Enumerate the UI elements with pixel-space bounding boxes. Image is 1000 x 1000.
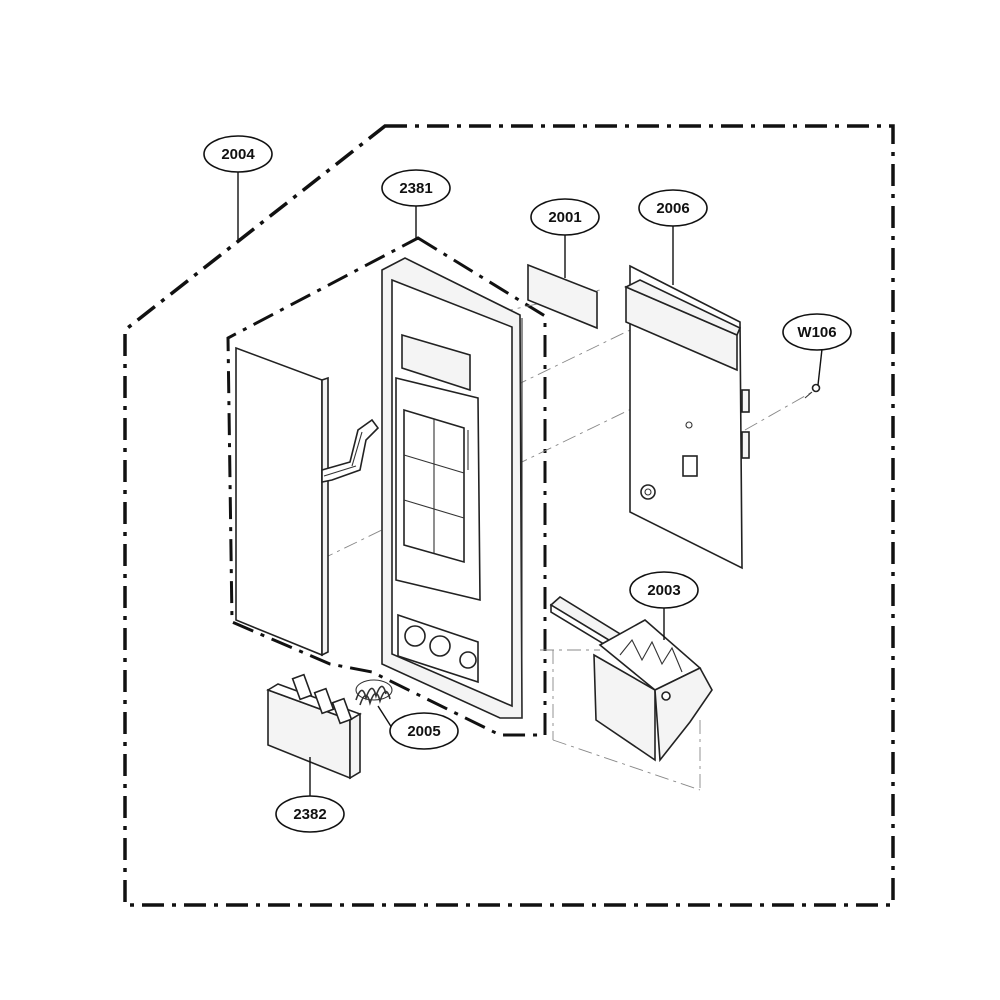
callout-label-2003: 2003 (647, 582, 680, 599)
control-panel-frame (381, 257, 523, 719)
callout-label-2006: 2006 (656, 200, 689, 217)
part-w106-screw (804, 383, 821, 399)
assembly-boundary-2004 (123, 124, 895, 907)
callout-label-2381: 2381 (399, 180, 432, 197)
callout-2382: 2382 (275, 795, 345, 833)
callout-2004: 2004 (203, 135, 273, 173)
callout-2003: 2003 (629, 571, 699, 609)
callout-label-w106: W106 (797, 324, 836, 341)
callout-2381: 2381 (381, 169, 451, 207)
callout-w106: W106 (782, 313, 852, 351)
part-2382-push-button (266, 673, 362, 780)
callout-label-2005: 2005 (407, 723, 440, 740)
callout-label-2382: 2382 (293, 806, 326, 823)
part-2001-bracket (527, 263, 598, 330)
callout-label-2004: 2004 (221, 146, 255, 163)
membrane-panel (235, 346, 380, 657)
part-2003-latch-assembly (549, 596, 713, 763)
part-2006-circuit-board (624, 264, 750, 570)
assembly-boundary-2381 (226, 236, 547, 737)
callout-2005: 2005 (389, 712, 459, 750)
callout-2006: 2006 (638, 189, 708, 227)
leader-lines (237, 172, 823, 796)
callout-2001: 2001 (530, 198, 600, 236)
callout-label-2001: 2001 (548, 209, 581, 226)
part-2005-spring (355, 679, 393, 706)
